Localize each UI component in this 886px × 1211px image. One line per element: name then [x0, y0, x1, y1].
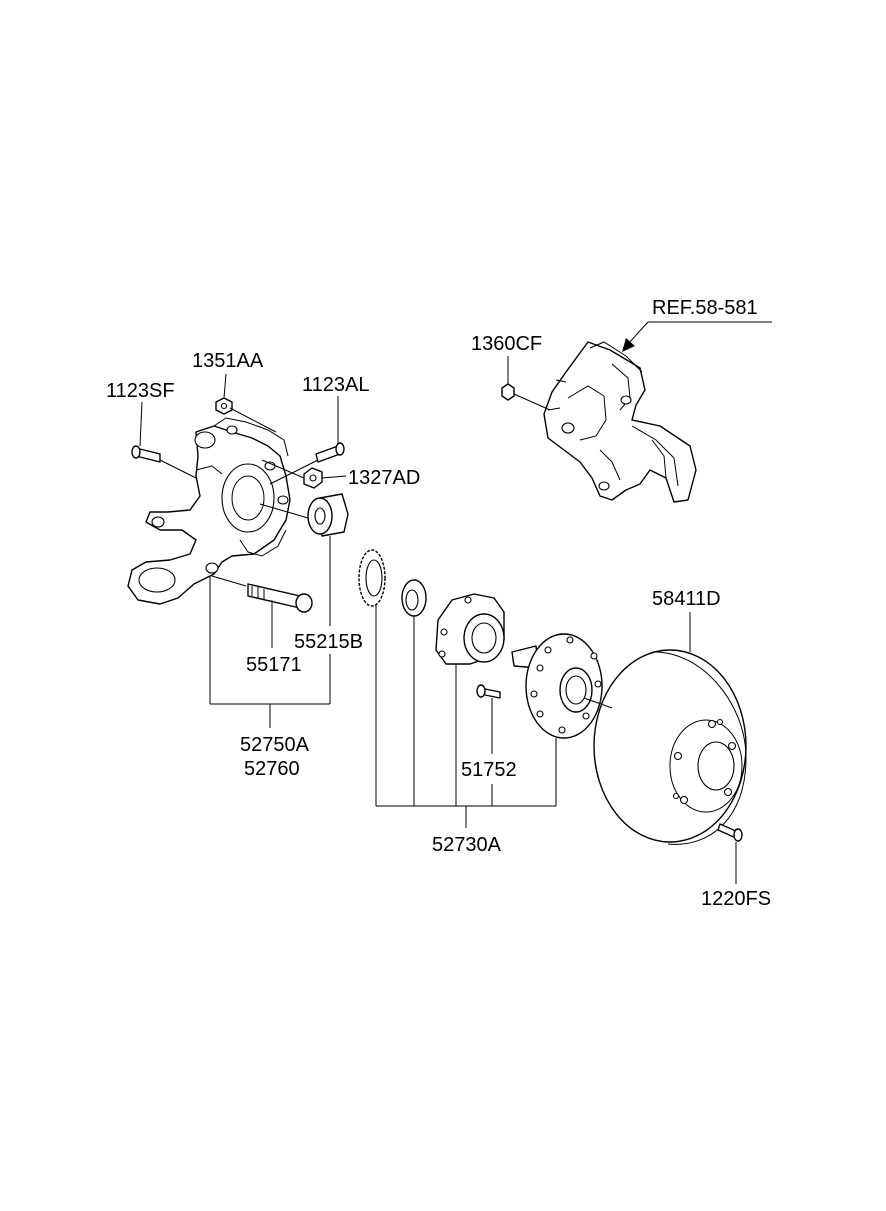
label-58411d: 58411D	[652, 588, 721, 610]
label-51752: 51752	[461, 759, 517, 781]
label-1123sf: 1123SF	[106, 380, 175, 402]
label-1327ad: 1327AD	[348, 467, 420, 489]
bearing-icon	[435, 593, 505, 665]
bolt-icon	[247, 583, 313, 613]
bolt-icon	[717, 823, 743, 842]
label-1220fs: 1220FS	[701, 888, 771, 910]
nut-icon	[501, 383, 515, 401]
knuckle-icon	[127, 417, 291, 605]
label-52750a: 52750A	[240, 734, 310, 756]
label-55171: 55171	[246, 654, 302, 676]
leader-lines	[139, 356, 737, 884]
tone-wheel-icon	[358, 549, 386, 607]
wheel-hub-icon	[511, 633, 603, 739]
nut-icon	[215, 397, 233, 415]
nut-icon	[303, 467, 323, 489]
bolt-icon	[131, 445, 161, 463]
label-52760: 52760	[244, 758, 300, 780]
label-52730a: 52730A	[432, 834, 502, 856]
label-ref-58-581: REF.58-581	[652, 297, 758, 319]
seal-icon	[401, 579, 427, 617]
bushing-icon	[307, 493, 349, 537]
bolt-icon	[315, 442, 345, 463]
label-1351aa: 1351AA	[192, 350, 264, 372]
brake-caliper-icon	[543, 341, 697, 503]
label-1360cf: 1360CF	[471, 333, 542, 355]
label-55215b: 55215B	[294, 631, 363, 653]
ref-leader	[622, 321, 772, 352]
stud-icon	[476, 684, 501, 699]
label-1123al: 1123AL	[302, 374, 369, 396]
brake-disc-icon	[593, 649, 747, 845]
